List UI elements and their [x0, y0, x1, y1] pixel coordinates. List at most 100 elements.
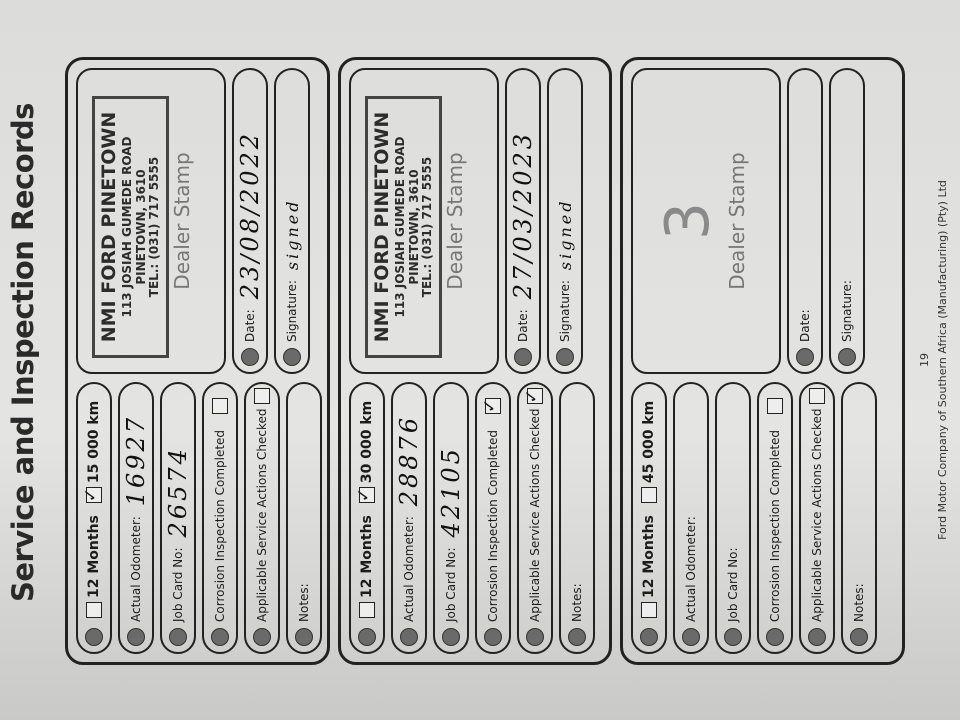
odometer-row: Actual Odometer:: [673, 382, 709, 654]
corrosion-row: Corrosion Inspection Completed: [757, 382, 793, 654]
section-number: 3: [653, 201, 723, 241]
months-checkbox[interactable]: [641, 602, 657, 618]
km-checkbox[interactable]: [359, 487, 375, 504]
job-card-label: Job Card No:: [726, 547, 740, 622]
signature-value[interactable]: signed: [555, 198, 575, 271]
date-label: Date:: [798, 309, 812, 342]
bullet-icon: [358, 628, 376, 646]
bullet-icon: [283, 348, 301, 366]
interval-row: 12 Months 45 000 km: [631, 382, 667, 654]
dealer-stamp-label: Dealer Stamp: [443, 152, 467, 290]
signature-row: Signature:signed: [547, 68, 583, 374]
bullet-icon: [724, 628, 742, 646]
corrosion-checkbox[interactable]: [485, 398, 501, 414]
corrosion-row: Corrosion Inspection Completed: [202, 382, 238, 654]
applicable-checkbox[interactable]: [254, 388, 270, 405]
notes-label: Notes:: [852, 583, 866, 622]
bullet-icon: [640, 628, 658, 646]
km-checkbox[interactable]: [86, 487, 102, 504]
applicable-checkbox[interactable]: [527, 388, 543, 405]
interval-row: 12 Months30 000 km: [349, 382, 385, 654]
odometer-label: Actual Odometer:: [684, 516, 698, 622]
notes-label: Notes:: [297, 583, 311, 622]
km-label: 45 000 km: [641, 400, 657, 484]
applicable-row: Applicable Service Actions Checked: [799, 382, 835, 654]
job-card-value[interactable]: 26574: [164, 446, 192, 538]
job-card-value[interactable]: 42105: [437, 446, 465, 538]
bullet-icon: [241, 348, 259, 366]
applicable-checkbox[interactable]: [809, 388, 825, 405]
stamp-tel: TEL.: (031) 717 5555: [147, 156, 162, 298]
bullet-icon: [766, 628, 784, 646]
months-checkbox[interactable]: [359, 602, 375, 618]
km-label: 15 000 km: [86, 400, 102, 484]
notes-row: Notes:: [286, 382, 322, 654]
date-value[interactable]: 23/08/2022: [236, 130, 264, 300]
odometer-label: Actual Odometer:: [402, 516, 416, 622]
job-card-row: Job Card No:26574: [160, 382, 196, 654]
dealer-stamp-label: Dealer Stamp: [170, 152, 194, 290]
date-row: Date:23/08/2022: [232, 68, 268, 374]
service-details-column: 12 Months 15 000 km Actual Odometer: 16927 J…: [76, 382, 328, 654]
applicable-row: Applicable Service Actions Checked: [517, 382, 553, 654]
bullet-icon: [556, 348, 574, 366]
applicable-row: Applicable Service Actions Checked: [244, 382, 280, 654]
bullet-icon: [838, 348, 856, 366]
bullet-icon: [400, 628, 418, 646]
bullet-icon: [484, 628, 502, 646]
bullet-icon: [442, 628, 460, 646]
signature-row: Signature:signed: [274, 68, 310, 374]
odometer-row: Actual Odometer: 16927: [118, 382, 154, 654]
page-number: 19: [918, 353, 931, 367]
km-checkbox[interactable]: [641, 487, 657, 504]
notes-label: Notes:: [570, 583, 584, 622]
months-label: 12 Months: [86, 515, 102, 598]
odometer-value[interactable]: 28876: [395, 414, 423, 507]
months-label: 12 Months: [359, 515, 375, 598]
service-details-column: 12 Months 45 000 km Actual Odometer: Job Ca…: [631, 382, 883, 654]
notes-row: Notes:: [841, 382, 877, 654]
page-title: Service and Inspection Records: [6, 103, 40, 602]
dealer-stamp-label: Dealer Stamp: [725, 152, 749, 290]
bullet-icon: [526, 628, 544, 646]
date-row: Date: 27/03/2023: [505, 68, 541, 374]
months-checkbox[interactable]: [86, 602, 102, 618]
corrosion-label: Corrosion Inspection Completed: [486, 429, 500, 622]
applicable-label: Applicable Service Actions Checked: [810, 408, 824, 622]
date-value[interactable]: 27/03/2023: [509, 130, 537, 300]
date-row: Date:: [787, 68, 823, 374]
service-section-1: 12 Months 15 000 km Actual Odometer: 16927 J…: [65, 57, 330, 665]
bullet-icon: [850, 628, 868, 646]
bullet-icon: [295, 628, 313, 646]
bullet-icon: [796, 348, 814, 366]
footer-company: Ford Motor Company of Southern Africa (M…: [936, 180, 949, 540]
odometer-label: Actual Odometer:: [129, 516, 143, 622]
stamp-address: 113 JOSIAH GUMEDE ROAD: [119, 136, 134, 318]
corrosion-checkbox[interactable]: [767, 398, 783, 414]
stamp-name: NMI FORD PINETOWN: [98, 111, 120, 343]
job-card-row: Job Card No:: [715, 382, 751, 654]
signature-value[interactable]: signed: [282, 198, 302, 271]
date-label: Date:: [516, 309, 530, 342]
signature-label: Signature:: [840, 280, 854, 342]
interval-row: 12 Months 15 000 km: [76, 382, 112, 654]
corrosion-checkbox[interactable]: [212, 398, 228, 414]
bullet-icon: [169, 628, 187, 646]
bullet-icon: [211, 628, 229, 646]
odometer-value[interactable]: 16927: [122, 414, 150, 507]
stamp-address: 113 JOSIAH GUMEDE ROAD: [392, 136, 407, 318]
signature-row: Signature:: [829, 68, 865, 374]
months-label: 12 Months: [641, 515, 657, 598]
corrosion-row: Corrosion Inspection Completed: [475, 382, 511, 654]
applicable-label: Applicable Service Actions Checked: [528, 408, 542, 622]
stamp-city: PINETOWN, 3610: [406, 169, 421, 285]
